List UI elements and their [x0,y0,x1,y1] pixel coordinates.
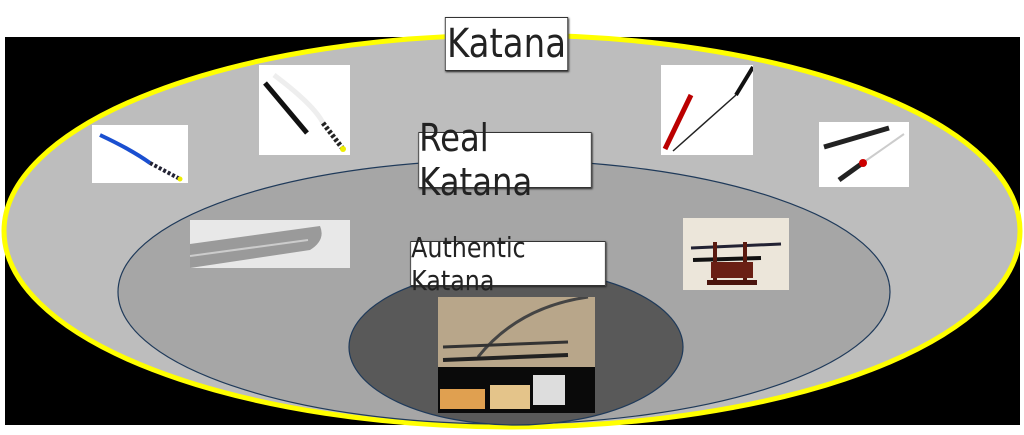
real-katana-label: Real Katana [418,116,592,204]
authentic-katana-label: Authentic Katana [410,231,606,297]
blade-closeup-image [189,220,350,268]
katana-label: Katana [444,17,569,71]
red-black-katana-image [661,65,755,155]
katana-on-stand-image [683,218,789,290]
white-black-katana-image [259,65,350,155]
blue-toy-katana-image [92,125,188,183]
black-red-katana-image [819,122,909,187]
authentic-katana-display-image [438,295,595,413]
